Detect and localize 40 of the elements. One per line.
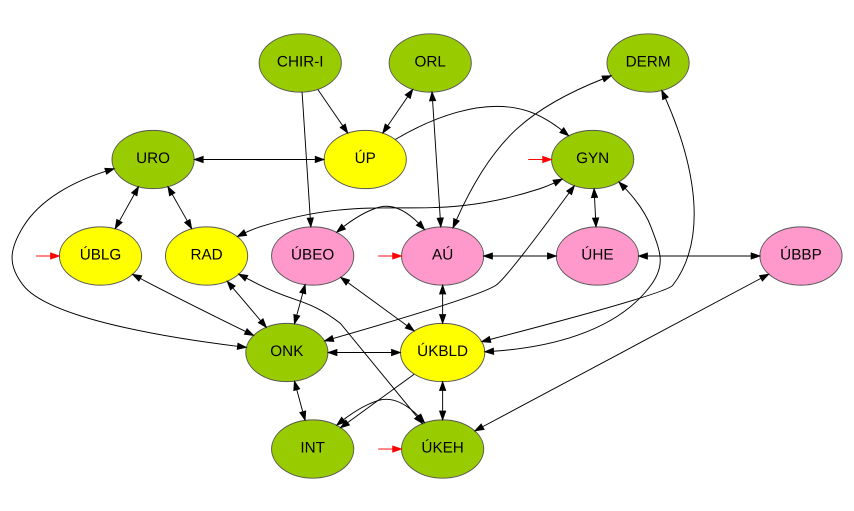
arrow xyxy=(480,88,694,342)
arrow xyxy=(340,373,415,428)
arrow xyxy=(323,184,576,342)
arrow xyxy=(226,280,268,328)
arrow xyxy=(336,205,426,232)
node-ellipse: ÚP xyxy=(324,129,407,189)
arrow xyxy=(482,252,558,260)
node-ellipse: ÚHE xyxy=(556,226,639,286)
arrow xyxy=(114,185,140,230)
node-ellipse: CHIR-I xyxy=(258,32,342,92)
arrow xyxy=(167,185,192,230)
arrow xyxy=(317,88,348,134)
arrow xyxy=(378,444,403,452)
arrow xyxy=(452,74,612,228)
arrow xyxy=(302,91,314,228)
arrow xyxy=(474,273,770,431)
arrow xyxy=(326,348,402,356)
arrow xyxy=(528,155,553,163)
arrow xyxy=(131,273,255,336)
arrow xyxy=(637,252,762,260)
arrow xyxy=(378,252,403,260)
node-ellipse: ONK xyxy=(245,322,328,382)
node-ellipse: ORL xyxy=(388,32,472,92)
arrow xyxy=(236,178,564,237)
arrow xyxy=(193,155,326,163)
arrow xyxy=(12,167,248,350)
arrow xyxy=(438,283,446,324)
arrow xyxy=(428,90,444,228)
arrow xyxy=(483,180,661,354)
arrow xyxy=(36,252,61,260)
node-ellipse: AÚ xyxy=(401,226,484,286)
arrow xyxy=(293,379,306,421)
arrow xyxy=(340,276,416,332)
arrow xyxy=(394,105,570,140)
arrow xyxy=(382,88,414,134)
arrow xyxy=(293,282,306,324)
node-ellipse: DERM xyxy=(606,32,690,92)
node-ellipse: URO xyxy=(112,129,195,189)
arrow xyxy=(438,380,446,421)
arrow xyxy=(590,186,600,228)
